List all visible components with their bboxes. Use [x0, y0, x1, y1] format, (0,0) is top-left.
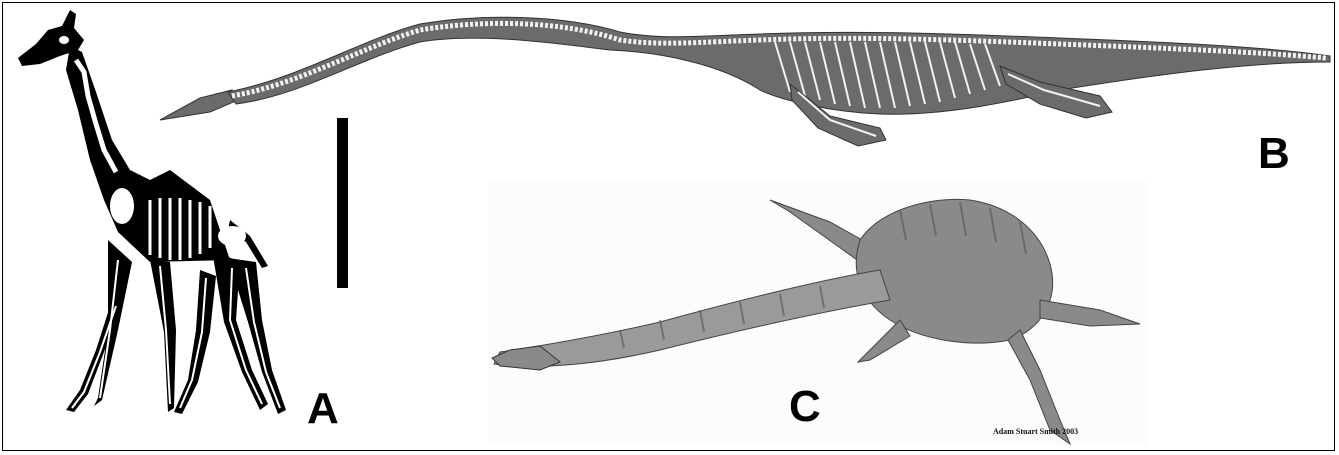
panel-label-a: A: [307, 387, 339, 431]
scale-bar: [337, 118, 348, 288]
panel-label-c: C: [789, 385, 821, 429]
panel-label-b: B: [1258, 132, 1290, 176]
illustration-credit: Adam Stuart Smith 2003: [993, 427, 1078, 436]
